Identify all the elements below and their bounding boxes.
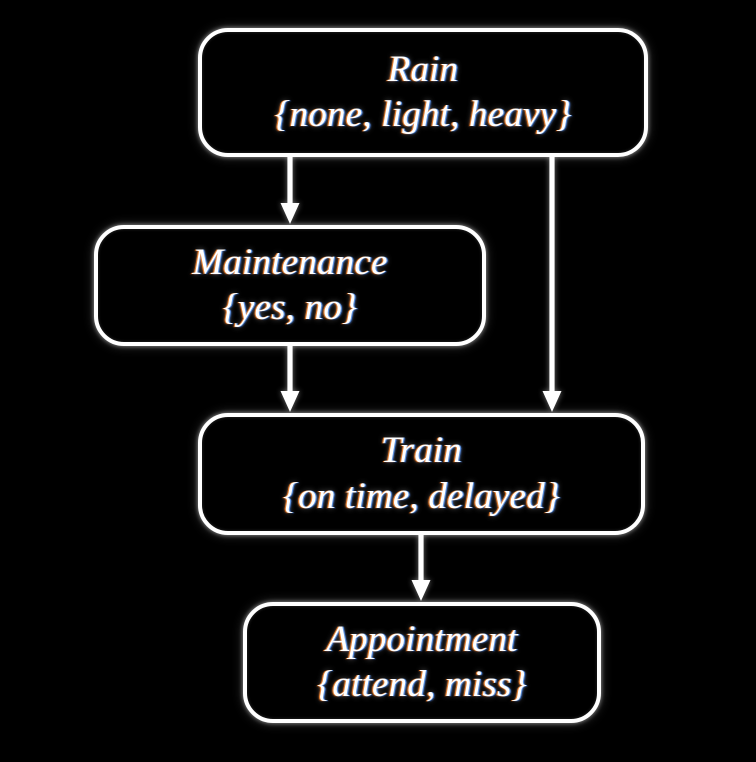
arrow-shape bbox=[542, 156, 562, 412]
arrow-shape bbox=[280, 156, 300, 224]
node-rain-states: {none, light, heavy} bbox=[274, 94, 572, 135]
node-train-label: Train bbox=[380, 430, 463, 472]
node-maintenance[interactable]: Maintenance {yes, no} bbox=[94, 225, 486, 346]
node-appointment-states: {attend, miss} bbox=[317, 664, 527, 705]
node-maintenance-states: {yes, no} bbox=[222, 287, 358, 328]
node-appointment-label: Appointment bbox=[326, 618, 518, 660]
node-rain-label: Rain bbox=[387, 48, 459, 90]
arrow-shape bbox=[411, 534, 431, 601]
node-appointment[interactable]: Appointment {attend, miss} bbox=[243, 602, 601, 723]
edge-rain-to-train bbox=[539, 156, 565, 414]
node-train[interactable]: Train {on time, delayed} bbox=[198, 413, 645, 535]
edge-rain-to-maintenance bbox=[277, 156, 303, 226]
edge-train-to-appointment bbox=[408, 534, 434, 603]
edge-maintenance-to-train bbox=[277, 345, 303, 414]
node-train-states: {on time, delayed} bbox=[283, 475, 560, 517]
node-maintenance-label: Maintenance bbox=[192, 241, 388, 283]
node-rain[interactable]: Rain {none, light, heavy} bbox=[198, 28, 648, 157]
arrow-shape bbox=[280, 345, 300, 412]
